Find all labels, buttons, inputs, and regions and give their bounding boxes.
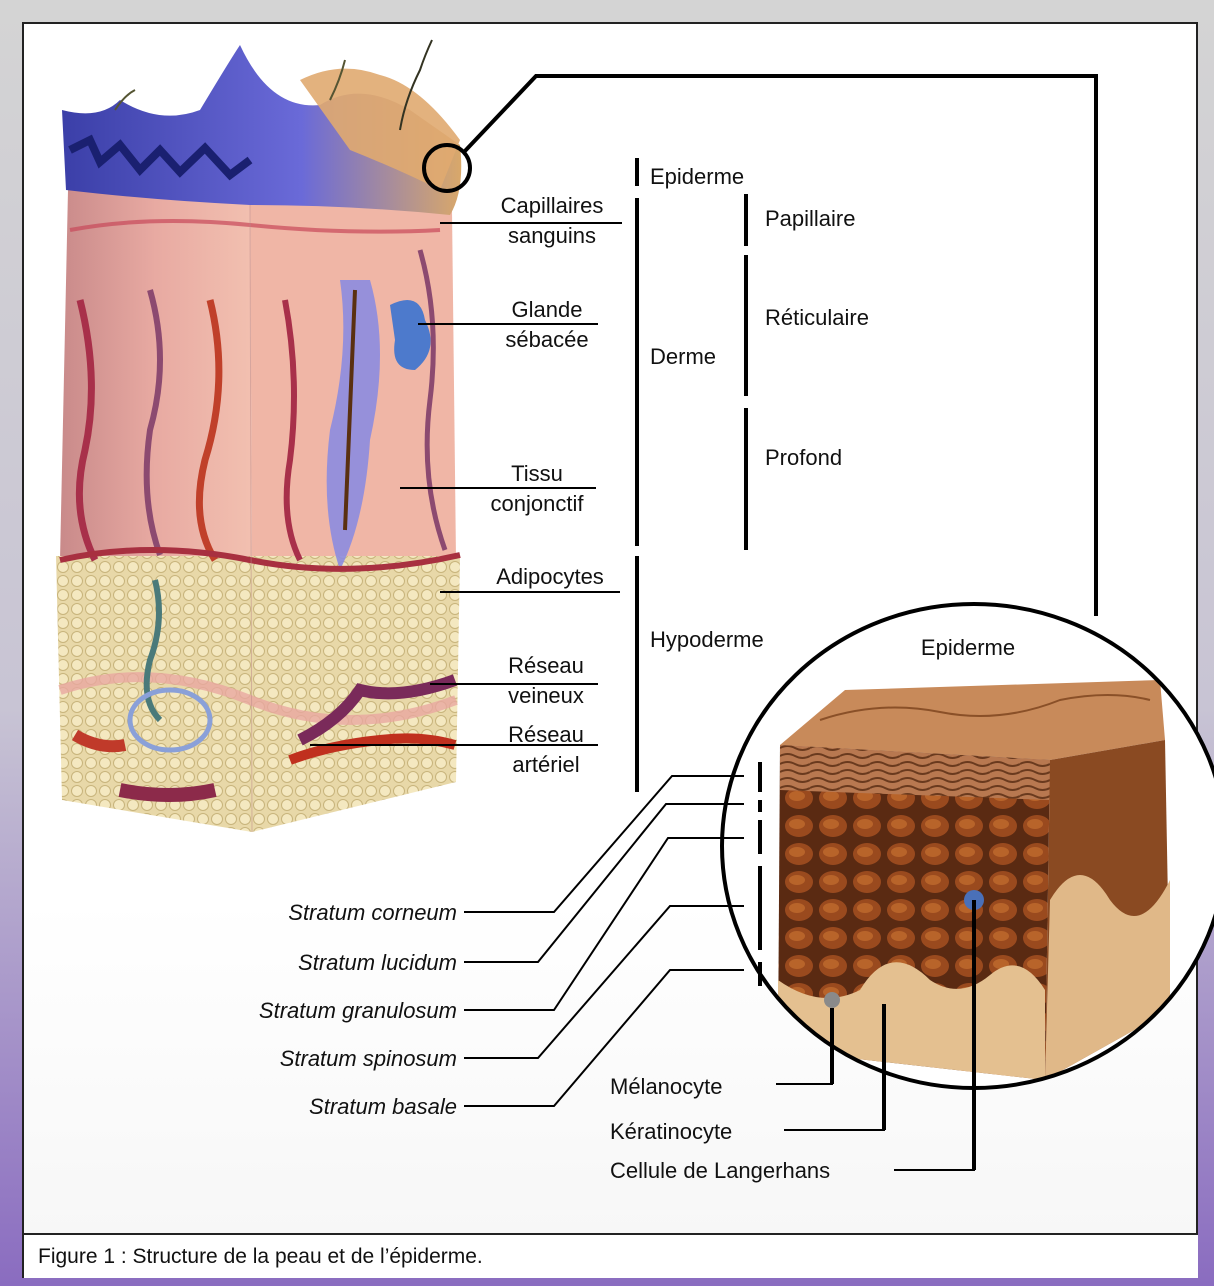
label-derme: Derme	[650, 344, 716, 369]
label-stratum-spinosum: Stratum spinosum	[280, 1046, 457, 1071]
label-glande-1: Glande	[512, 297, 583, 322]
label-tissu-2: conjonctif	[491, 491, 585, 516]
label-reseau-veineux-1: Réseau	[508, 653, 584, 678]
label-langerhans: Cellule de Langerhans	[610, 1158, 830, 1183]
left-labels: Capillaires sanguins Glande sébacée Tiss…	[491, 193, 604, 777]
label-hypoderme: Hypoderme	[650, 627, 764, 652]
strata-labels: Stratum corneum Stratum lucidum Stratum …	[259, 900, 457, 1119]
cell-labels: Mélanocyte Kératinocyte Cellule de Lange…	[610, 1074, 830, 1183]
layer-labels: Epiderme Derme Hypoderme Papillaire Réti…	[650, 164, 1015, 660]
strata-leader-lines	[464, 776, 744, 1106]
label-glande-2: sébacée	[505, 327, 588, 352]
label-reticulaire: Réticulaire	[765, 305, 869, 330]
label-capillaires-1: Capillaires	[501, 193, 604, 218]
label-stratum-corneum: Stratum corneum	[288, 900, 457, 925]
label-papillaire: Papillaire	[765, 206, 856, 231]
epidermis-zoom-block	[700, 600, 1214, 1100]
skin-block-illustration	[56, 40, 461, 832]
label-profond: Profond	[765, 445, 842, 470]
label-tissu-1: Tissu	[511, 461, 563, 486]
label-stratum-lucidum: Stratum lucidum	[298, 950, 457, 975]
label-melanocyte: Mélanocyte	[610, 1074, 723, 1099]
label-reseau-arteriel-1: Réseau	[508, 722, 584, 747]
label-adipocytes: Adipocytes	[496, 564, 604, 589]
label-capillaires-2: sanguins	[508, 223, 596, 248]
label-reseau-veineux-2: veineux	[508, 683, 584, 708]
label-stratum-basale: Stratum basale	[309, 1094, 457, 1119]
label-stratum-granulosum: Stratum granulosum	[259, 998, 457, 1023]
figure-caption: Figure 1 : Structure de la peau et de l’…	[38, 1245, 483, 1269]
label-zoom-epiderme: Epiderme	[921, 635, 1015, 660]
caption-bar: Figure 1 : Structure de la peau et de l’…	[24, 1233, 1198, 1278]
label-reseau-arteriel-2: artériel	[512, 752, 579, 777]
label-keratinocyte: Kératinocyte	[610, 1119, 732, 1144]
label-epiderme: Epiderme	[650, 164, 744, 189]
